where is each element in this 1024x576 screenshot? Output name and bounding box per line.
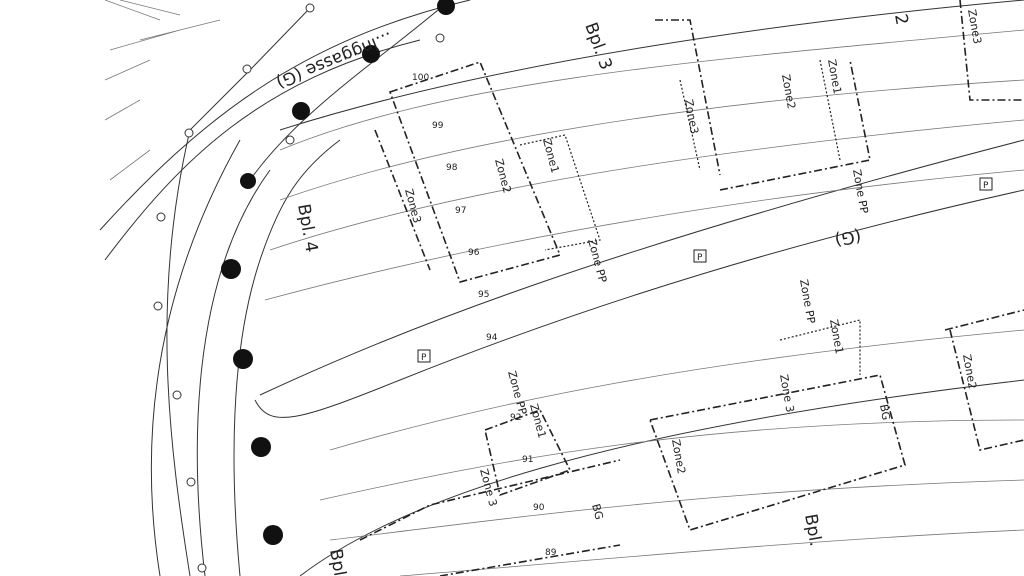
- zone-label: Zone 3: [777, 373, 796, 413]
- zone-label: Zone1: [540, 137, 562, 174]
- contour-label: 89: [545, 548, 557, 558]
- zone-label: Zone1: [825, 58, 844, 95]
- contour-label: 96: [468, 248, 480, 258]
- contour-lines: [264, 29, 1024, 576]
- contour-label: 94: [486, 333, 498, 343]
- plot-label-partial: Bpl: [325, 547, 349, 576]
- zone-label: Zone3: [682, 98, 701, 135]
- building-zones: [359, 0, 1024, 576]
- contour-label: 97: [455, 206, 466, 216]
- contour-label: 95: [478, 290, 489, 300]
- contour-label: 98: [446, 163, 458, 173]
- road-outlines: [99, 0, 1024, 576]
- hatching-area: [104, 0, 221, 181]
- contour-label: 99: [432, 121, 444, 131]
- zone-label: Zone 3: [477, 467, 500, 508]
- contour-labels: 100 99 98 97 96 95 94 92 91 90 89: [412, 73, 557, 558]
- parking-label: P: [697, 253, 703, 263]
- zone-label: Zone PP: [850, 168, 871, 215]
- parking-markers: P P P: [417, 177, 993, 363]
- plot-label: Bpl.: [800, 512, 825, 548]
- contour-label: 90: [533, 503, 545, 513]
- zone-label: Zone PP: [797, 278, 818, 325]
- trees: [221, 0, 455, 545]
- zone-label: Zone1: [827, 318, 846, 355]
- zone-label: Zone PP: [505, 369, 529, 416]
- plot-label-3: Bpl. 3: [580, 20, 615, 73]
- plot-label-4: Bpl. 4: [293, 202, 321, 254]
- contour-label: 100: [412, 73, 429, 83]
- street-marker: (G): [833, 225, 863, 249]
- plot-label-2: 2: [890, 12, 912, 26]
- contour-label: 91: [522, 455, 533, 465]
- zone-label: BG: [877, 403, 893, 421]
- parking-label: P: [983, 181, 989, 191]
- zone-label: BG: [589, 502, 606, 521]
- zone-label: Zone3: [965, 8, 984, 45]
- zone-label: Zone2: [960, 353, 979, 390]
- zone-label: Zone1: [527, 402, 549, 439]
- zone-label: Zone2: [779, 73, 798, 110]
- fence-line: [153, 3, 445, 576]
- zone-label: Zone2: [669, 438, 688, 475]
- zone-label: Zone2: [492, 157, 514, 194]
- parking-label: P: [421, 353, 427, 363]
- contour-label: 92: [510, 413, 521, 423]
